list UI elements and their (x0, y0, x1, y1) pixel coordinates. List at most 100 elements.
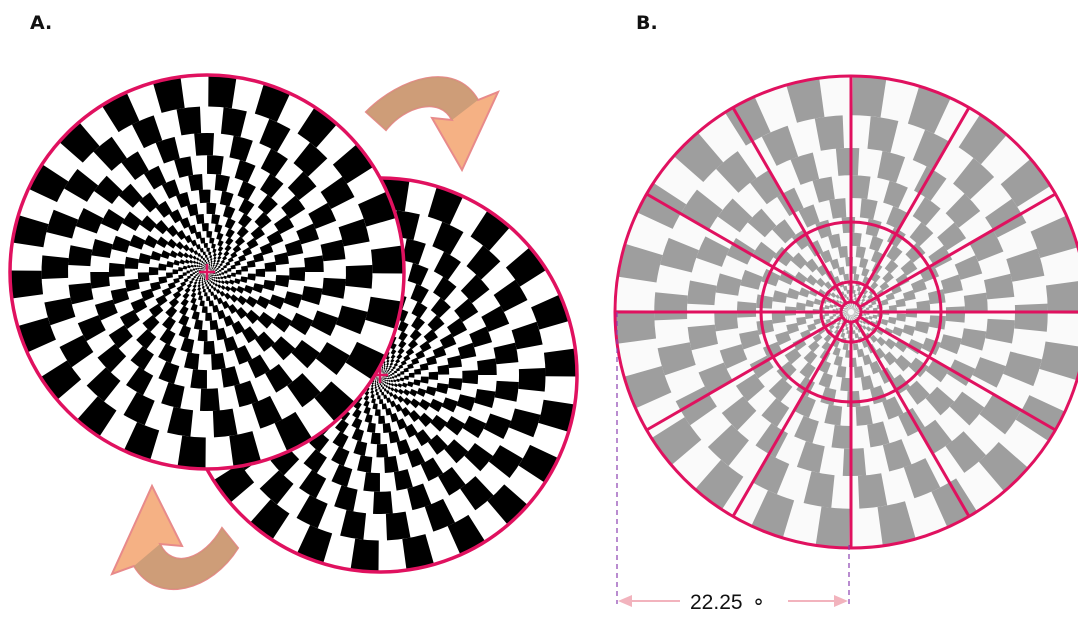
checker-cell (402, 534, 435, 571)
checker-cell (803, 471, 835, 508)
checker-cell (210, 273, 212, 275)
checker-cell (853, 306, 855, 308)
checker-cell (126, 366, 154, 396)
checker-cell (383, 380, 385, 383)
checker-cell (846, 310, 848, 312)
checker-cell (1002, 351, 1042, 387)
checker-cell (203, 273, 205, 274)
checker-cell (846, 330, 850, 335)
checker-cell (884, 338, 897, 350)
checker-cell (205, 274, 206, 276)
checker-cell (41, 255, 69, 280)
checker-cell (193, 264, 197, 268)
checker-cell (189, 269, 193, 272)
checker-cell (188, 247, 195, 254)
checker-cell (320, 239, 346, 262)
checker-cell (852, 330, 856, 335)
checker-cell (960, 328, 987, 351)
checker-cell (420, 457, 444, 482)
checker-cell (158, 361, 180, 385)
checker-cell (254, 212, 272, 229)
checker-cell (883, 351, 898, 366)
checker-cell (824, 281, 833, 290)
checker-cell (204, 268, 206, 269)
checker-cell (882, 439, 912, 472)
checker-cell (794, 415, 819, 444)
checker-cell (890, 283, 902, 295)
checker-cell (430, 414, 448, 432)
checker-cell (209, 273, 211, 275)
checker-cell (912, 196, 941, 226)
checker-cell (197, 287, 202, 292)
checker-cell (200, 263, 203, 266)
checker-cell (97, 343, 127, 373)
checker-cell (190, 264, 195, 268)
checker-cell (845, 310, 847, 312)
checker-cell (219, 290, 226, 297)
checker-cell (247, 273, 256, 281)
checker-cell (856, 348, 865, 358)
checker-cell (204, 281, 207, 285)
checker-cell (386, 371, 389, 373)
checker-cell (796, 316, 807, 326)
checker-cell (372, 491, 393, 515)
checker-cell (219, 263, 223, 267)
checker-cell (882, 271, 894, 284)
checker-cell (216, 259, 221, 263)
overlay-spoke (858, 192, 1057, 309)
checker-cell (396, 439, 411, 455)
checker-cell (203, 269, 205, 271)
checker-cell (271, 336, 296, 361)
checker-cell (190, 369, 207, 389)
checker-cell (201, 269, 203, 271)
checker-cell (419, 340, 432, 353)
checker-cell (375, 377, 377, 379)
checker-cell (203, 243, 208, 248)
checker-cell (842, 285, 848, 291)
checker-cell (851, 305, 853, 308)
checker-cell (836, 315, 840, 319)
checker-cell (433, 251, 461, 281)
checker-cell (111, 235, 131, 253)
checker-cell (869, 334, 878, 343)
checker-cell (439, 333, 457, 349)
checker-cell (381, 370, 382, 372)
checker-cell (851, 308, 853, 310)
checker-cell (1014, 303, 1048, 332)
checker-cell (877, 151, 906, 183)
checker-cell (469, 326, 493, 348)
checker-cell (824, 305, 830, 310)
checker-cell (775, 331, 792, 346)
checker-cell (848, 314, 849, 316)
checker-cell (418, 399, 431, 411)
overlay-spokes (615, 76, 1078, 548)
checker-cell (206, 230, 213, 238)
checker-cell (209, 267, 211, 269)
checker-cell (843, 273, 849, 281)
checker-cell (812, 333, 823, 343)
checker-cell (255, 268, 266, 277)
checker-cell (140, 288, 155, 302)
checker-cell (137, 272, 150, 283)
checker-cell (854, 333, 860, 339)
overlay-spoke (731, 106, 848, 305)
checker-cell (462, 370, 479, 385)
checker-cell (852, 315, 854, 317)
checker-cell (100, 208, 125, 232)
checker-cell (719, 344, 748, 369)
checker-cell (900, 259, 918, 276)
checker-cell (433, 276, 457, 301)
checker-cell (199, 269, 202, 271)
checker-cell (108, 324, 133, 349)
checker-cell (206, 296, 211, 301)
checker-cell (849, 304, 851, 306)
checker-cell (214, 174, 230, 192)
checker-cell (209, 274, 211, 276)
checker-cell (460, 274, 490, 304)
checker-cell (409, 388, 418, 397)
checker-cell (213, 274, 215, 277)
checker-cell (245, 296, 258, 308)
checker-cell (10, 270, 44, 299)
checker-cell (448, 377, 463, 391)
checker-cell (197, 329, 208, 342)
